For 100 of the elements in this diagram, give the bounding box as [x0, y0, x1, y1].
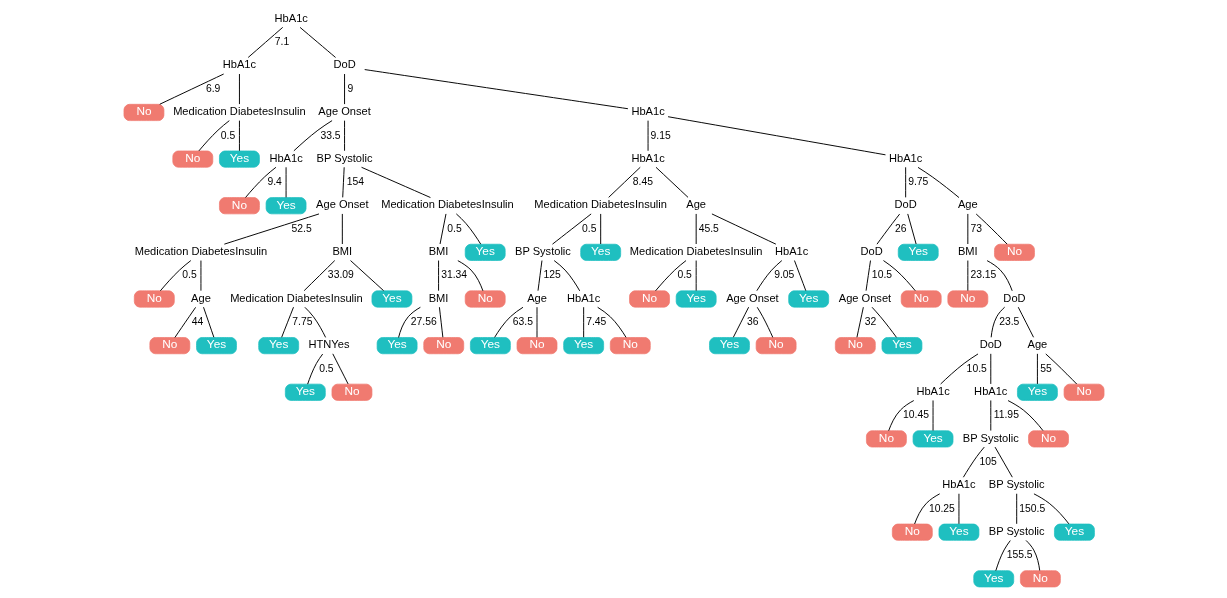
node-text: HbA1c: [630, 151, 665, 164]
node-text: HbA1c: [973, 384, 1007, 397]
node-text: HbA1c: [915, 384, 950, 397]
node-box: No: [900, 290, 942, 308]
edge-label: 11.95: [993, 409, 1019, 421]
edge-label: 9.4: [266, 176, 282, 188]
node-box: No: [834, 337, 876, 355]
connector: [173, 306, 196, 338]
edge-label: 0.5: [318, 362, 334, 374]
edge-label: 36: [746, 316, 759, 328]
node-text: DoD: [1002, 291, 1026, 304]
connector: [989, 399, 991, 432]
connector: [654, 260, 686, 292]
node-box: Yes: [938, 523, 979, 541]
edge-label: 63.5: [512, 316, 533, 328]
connector: [913, 493, 940, 525]
node-text: BP Systolic: [514, 244, 571, 257]
node-box: No: [133, 290, 175, 308]
node-box: No: [947, 290, 988, 308]
edge-label: 7.75: [291, 316, 312, 328]
node-box: Yes: [562, 337, 604, 355]
node-box: Yes: [881, 337, 922, 355]
connector: [439, 213, 446, 245]
node-box: Yes: [376, 337, 417, 355]
node-box: Yes: [284, 383, 326, 401]
edge-label: 154: [346, 176, 364, 188]
connector: [493, 306, 523, 338]
connector: [159, 260, 191, 292]
connector: [882, 260, 916, 292]
connector: [887, 400, 914, 432]
edge-label: 0.5: [676, 269, 692, 281]
edge-label: 9.15: [650, 129, 671, 141]
node-box: Yes: [469, 337, 511, 355]
node-box: Yes: [218, 150, 260, 168]
edge-label: 125: [543, 269, 561, 281]
connector: [582, 306, 584, 338]
edge-label: 0.5: [446, 222, 462, 234]
connector: [341, 166, 345, 198]
connector: [1025, 539, 1040, 571]
connector: [437, 260, 439, 292]
edge-label: 105: [979, 455, 997, 467]
connector: [1033, 493, 1069, 525]
connector: [906, 213, 917, 245]
connector: [667, 116, 886, 156]
connector: [994, 446, 1013, 478]
node-box: Yes: [579, 243, 621, 261]
edge-label: 10.45: [902, 409, 929, 421]
node-box: Yes: [257, 337, 299, 355]
connector: [238, 73, 240, 105]
connector: [455, 213, 481, 245]
connector: [904, 166, 906, 198]
connector: [1007, 400, 1043, 432]
connector: [876, 213, 900, 245]
node-text: HbA1c: [888, 151, 922, 164]
edge-label: 7.1: [274, 36, 289, 48]
node-text: DoD: [894, 198, 917, 211]
edge-label: 73: [970, 222, 982, 234]
connector: [397, 306, 421, 338]
connector: [986, 260, 1013, 292]
node-text: Age: [685, 198, 706, 211]
node-box: Yes: [1016, 383, 1058, 401]
edge-label: 26: [894, 222, 907, 234]
node-box: Yes: [464, 243, 506, 261]
node-text: DoD: [979, 338, 1002, 351]
edge-label: 23.15: [969, 269, 996, 281]
node-text: Age: [957, 198, 978, 211]
edge-label: 0.5: [220, 129, 235, 141]
connector: [303, 260, 335, 292]
edge-label: 0.5: [181, 269, 197, 281]
node-box: No: [609, 337, 651, 355]
node-box: Yes: [265, 197, 306, 215]
node-box: No: [516, 337, 557, 355]
connector: [855, 306, 864, 338]
connector: [158, 73, 224, 105]
node-box: No: [422, 337, 464, 355]
edge-label: 44: [191, 316, 203, 328]
node-text: Age: [1027, 338, 1047, 351]
edge-label: 27.56: [410, 316, 437, 328]
node-box: No: [865, 430, 907, 448]
node-box: No: [171, 150, 213, 168]
node-text: BMI: [428, 291, 448, 304]
edge-label: 52.5: [291, 222, 312, 234]
connector: [244, 166, 276, 198]
connector: [607, 166, 641, 198]
edge-label: 32: [864, 316, 876, 328]
connector: [732, 306, 749, 338]
edge-label: 150.5: [1018, 502, 1045, 514]
connector: [975, 213, 1008, 245]
node-box: No: [993, 243, 1035, 261]
edge-label: 7.45: [585, 316, 606, 328]
edge-label: 33.09: [327, 269, 354, 281]
node-text: Medication DiabetesInsulin: [533, 198, 667, 211]
node-box: Yes: [787, 290, 829, 308]
node-text: HbA1c: [566, 291, 600, 304]
connector: [292, 120, 333, 152]
node-box: No: [891, 523, 933, 541]
connector: [793, 260, 806, 292]
connector: [1015, 493, 1017, 525]
edge-label: 45.5: [698, 222, 719, 234]
connector: [306, 353, 323, 385]
